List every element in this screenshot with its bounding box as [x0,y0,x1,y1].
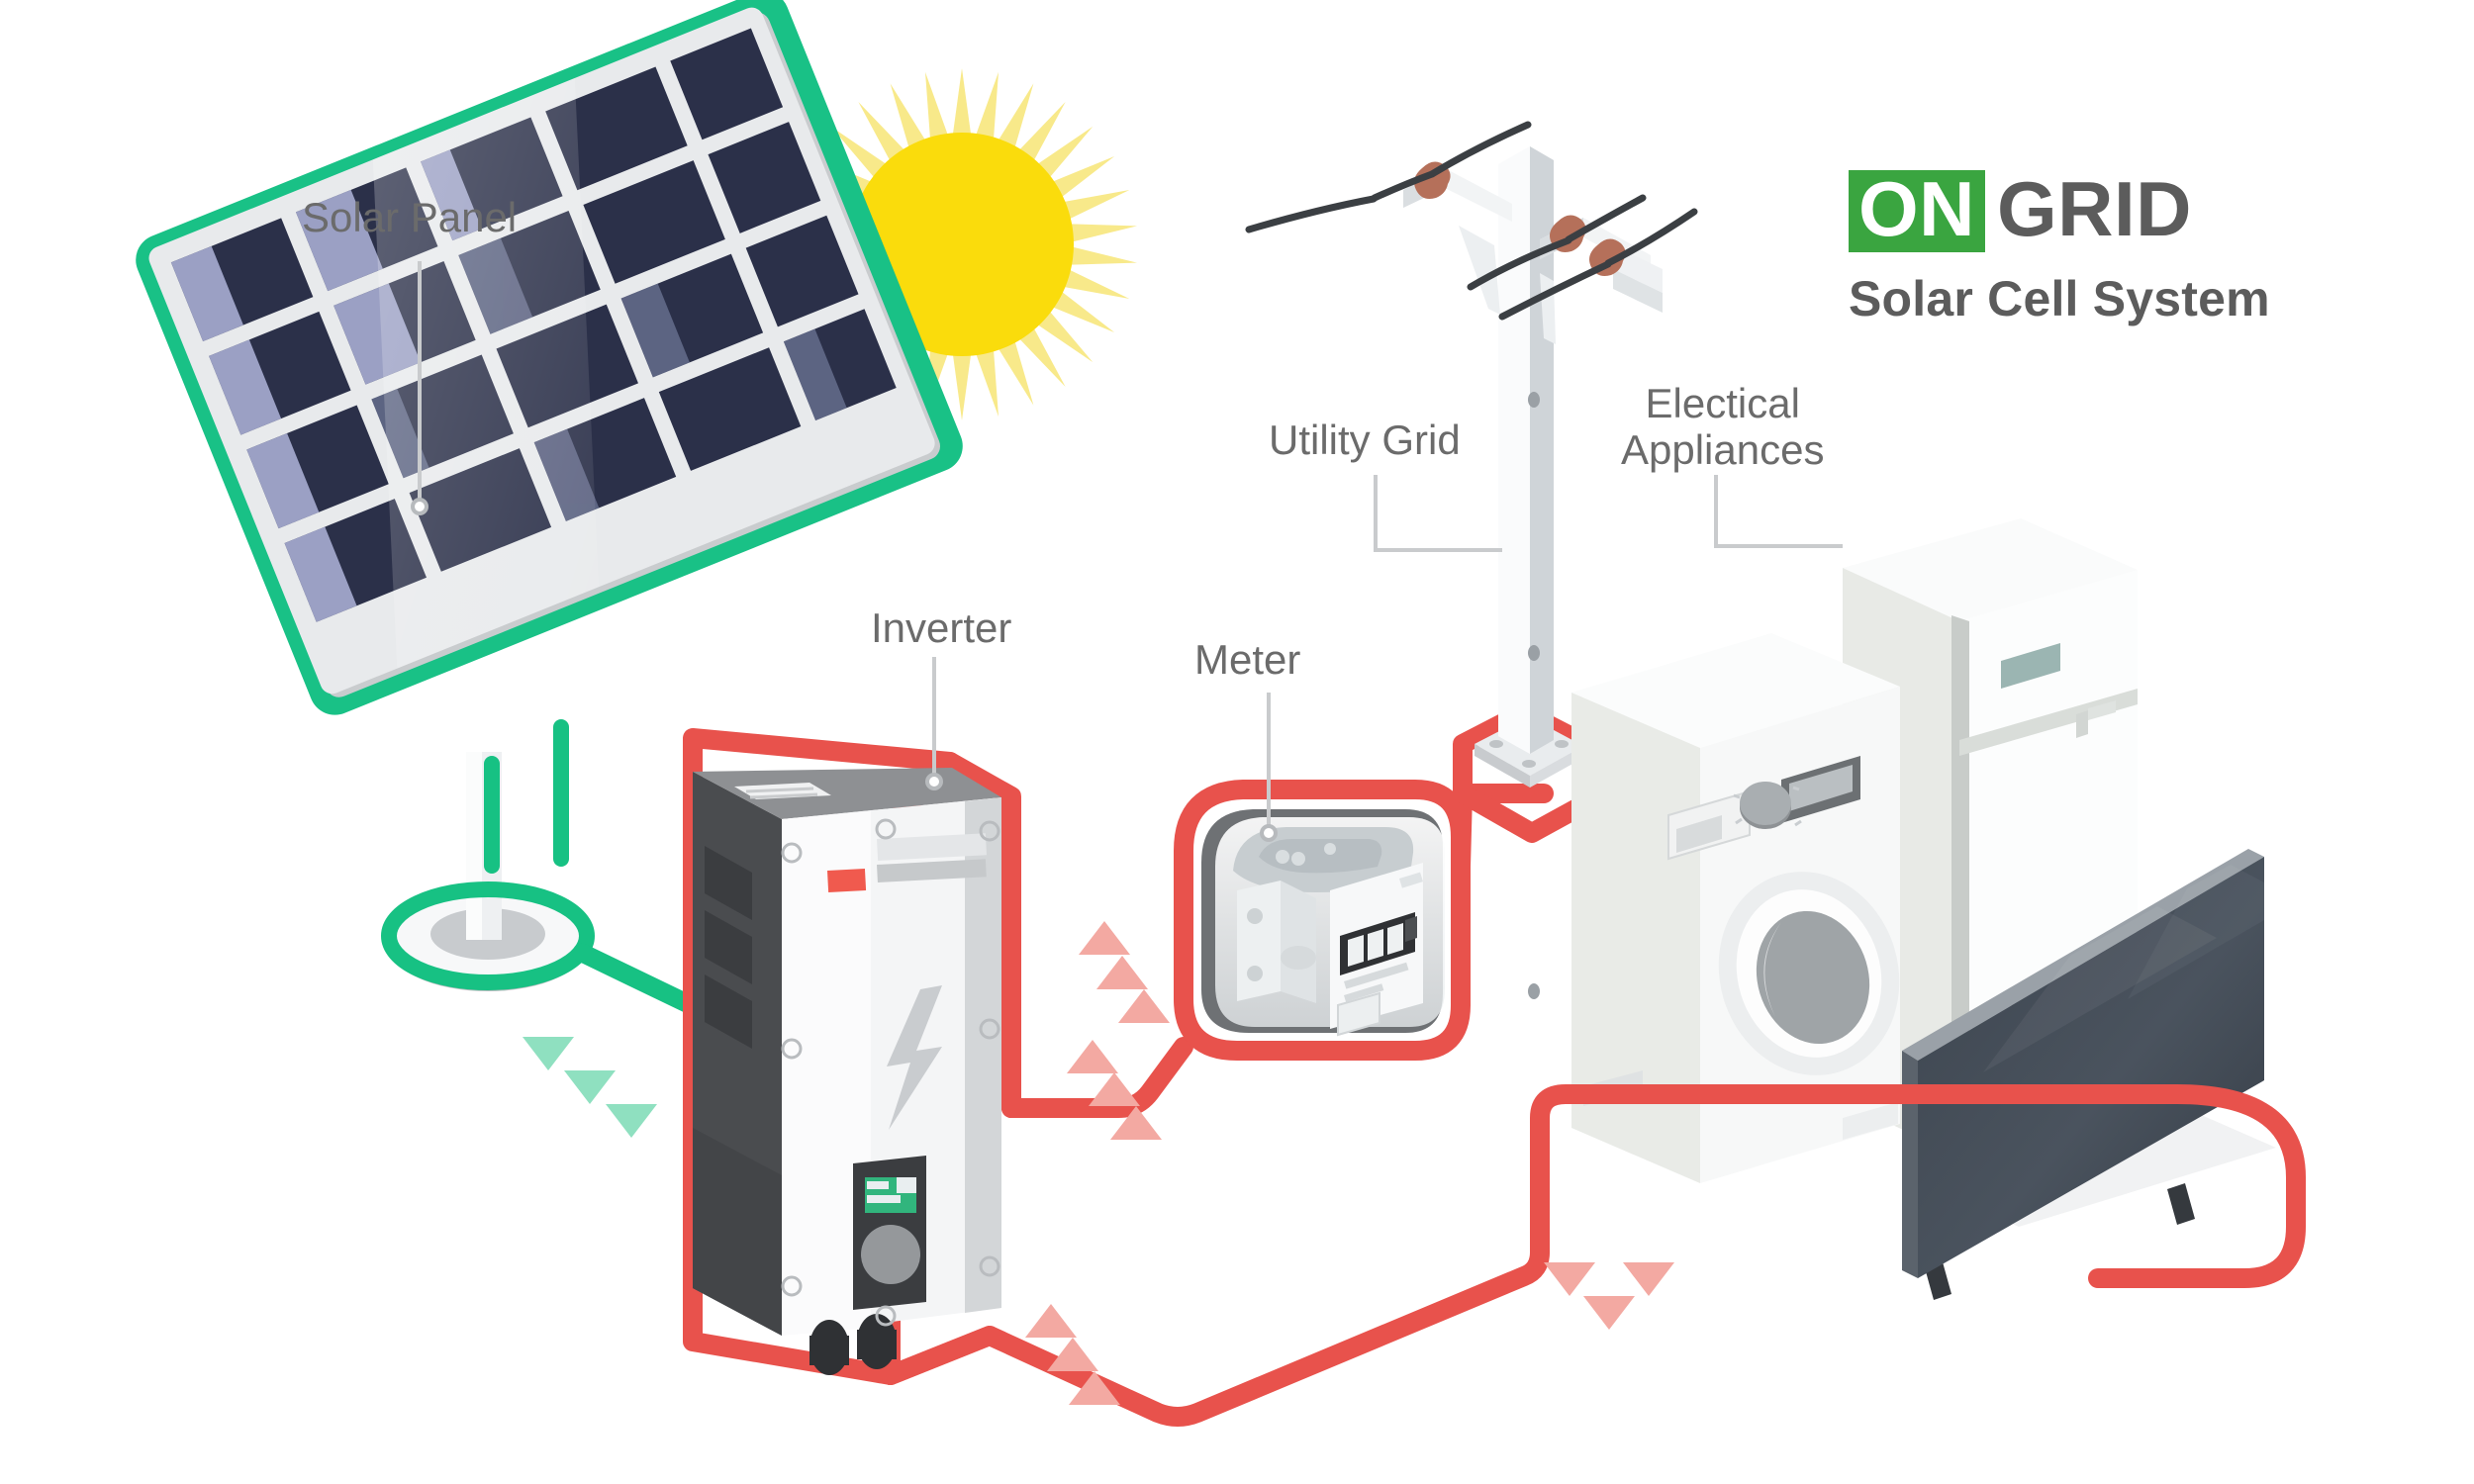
solar-panel [136,0,963,991]
label-utility-grid: Utility Grid [1269,417,1461,463]
label-inverter: Inverter [871,604,1012,651]
label-electrical-appliances: Electical Appliances [1621,380,1825,474]
title-on-badge: ON [1849,170,1985,252]
television [1902,849,2276,1300]
title-grid-word: GRID [1997,165,2192,252]
title-subtitle: Solar Cell System [1849,270,2270,326]
meter [1174,780,1471,1061]
ac-cable-meter-frame [1174,780,1471,1061]
inverter-screws [781,818,1000,1327]
label-solar-panel: Solar Panel [302,194,518,240]
washing-machine [1571,633,1900,1183]
inverter [683,728,1108,1385]
leader-lines [418,261,1843,831]
meter-top-housing [1233,827,1414,892]
inverter-display [853,1156,926,1310]
title-main-row: ON GRID [1849,170,2270,252]
utility-grid-pole [1245,121,1698,999]
inverter-top [693,768,1001,819]
ac-flow-arrows-appliances [1025,1262,1674,1405]
inverter-connectors [809,1314,897,1375]
dc-cable-green-frame [381,719,595,990]
label-meter: Meter [1194,636,1301,683]
meter-terminal-block [1237,881,1316,1003]
leader-endpoint-dots [411,498,1278,842]
sun-icon [786,68,1138,420]
title-block: ON GRID Solar Cell System [1849,170,2270,327]
meter-faceplate [1330,863,1423,1037]
power-lines [1245,121,1698,321]
ac-flow-arrows-meter [1067,921,1170,1140]
ac-cable-inverter-to-appliances [881,1084,2306,1427]
dc-flow-arrows [523,1037,657,1138]
solar-panel-stand [389,752,587,991]
lightning-bolt-icon [887,985,942,1130]
